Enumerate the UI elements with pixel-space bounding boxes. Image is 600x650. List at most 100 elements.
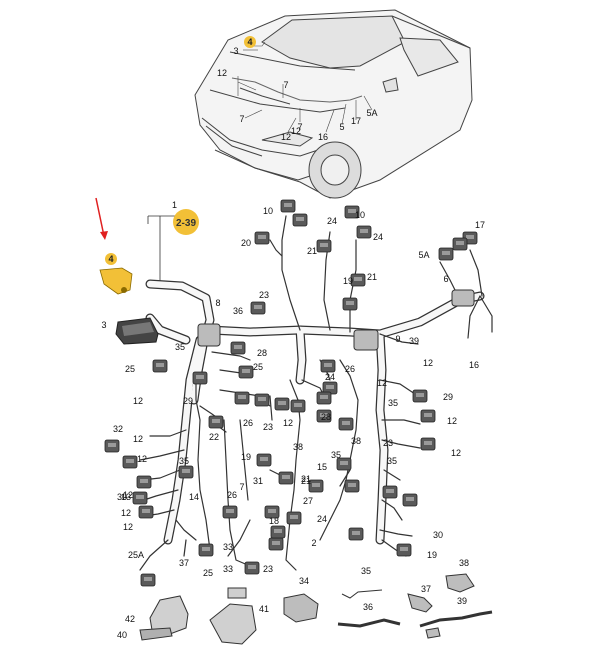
callout-label: 26 bbox=[243, 418, 253, 428]
red-arrow bbox=[95, 197, 108, 240]
connector-highlight bbox=[202, 547, 210, 551]
connector-highlight bbox=[282, 475, 290, 479]
connector-highlight bbox=[406, 497, 414, 501]
car-callout-label: 3 bbox=[233, 46, 238, 56]
callout-label: 21 bbox=[301, 474, 311, 484]
callout-label: 12 bbox=[133, 396, 143, 406]
callout-label: 10 bbox=[355, 210, 365, 220]
callout-label: 21 bbox=[301, 476, 311, 486]
callout-label: 17 bbox=[475, 220, 485, 230]
reference-badge-label[interactable]: 2-39 bbox=[176, 218, 196, 229]
callout-label: 25 bbox=[253, 362, 263, 372]
connector-highlight bbox=[274, 529, 282, 533]
callout-label: 10 bbox=[263, 206, 273, 216]
connector-highlight bbox=[424, 441, 432, 445]
callout-label: 14 bbox=[189, 492, 199, 502]
callout-label: 12 bbox=[447, 416, 457, 426]
car-callout-label: 12 bbox=[281, 132, 291, 142]
callout-label: 12 bbox=[423, 358, 433, 368]
callout-label: 35 bbox=[387, 456, 397, 466]
callout-label: 38 bbox=[351, 436, 361, 446]
connector-highlight bbox=[354, 277, 362, 281]
car-callout-label: 16 bbox=[318, 132, 328, 142]
callout-label: 5A bbox=[418, 250, 429, 260]
callout-label: 12 bbox=[133, 434, 143, 444]
car-highlight-callout: 4 bbox=[247, 37, 252, 47]
connector-highlight bbox=[136, 495, 144, 499]
car-callout-label: 12 bbox=[291, 126, 301, 136]
connector-highlight bbox=[416, 393, 424, 397]
callout-label: 36 bbox=[363, 602, 373, 612]
bottom-parts bbox=[139, 573, 493, 645]
part-4-marker bbox=[105, 253, 117, 265]
connector-highlight bbox=[238, 395, 246, 399]
connector-highlight bbox=[268, 509, 276, 513]
connector-highlight bbox=[456, 241, 464, 245]
callout-label: 27 bbox=[303, 496, 313, 506]
callout-label: 23 bbox=[383, 438, 393, 448]
callout-label: 3 bbox=[101, 320, 106, 330]
callout-label: 24 bbox=[325, 372, 335, 382]
connector-highlight bbox=[342, 421, 350, 425]
connector-highlight bbox=[320, 395, 328, 399]
connector-highlight bbox=[258, 235, 266, 239]
connector-highlight bbox=[242, 369, 250, 373]
callout-label: 35 bbox=[179, 456, 189, 466]
connector-highlight bbox=[144, 577, 152, 581]
car-highlight-marker bbox=[244, 36, 256, 48]
connector-highlight bbox=[126, 459, 134, 463]
connector-highlight bbox=[260, 457, 268, 461]
connector-highlight bbox=[360, 229, 368, 233]
callout-label: 21 bbox=[367, 272, 377, 282]
callout-label: 29 bbox=[443, 392, 453, 402]
car-leader-lines bbox=[237, 41, 373, 133]
connector-highlight bbox=[346, 301, 354, 305]
callout-label: 35 bbox=[175, 342, 185, 352]
callout-label: 12 bbox=[283, 418, 293, 428]
connector-highlight bbox=[182, 469, 190, 473]
connector-highlight bbox=[284, 203, 292, 207]
connector-highlight bbox=[254, 305, 262, 309]
callout-label: 33 bbox=[223, 564, 233, 574]
connector-highlight bbox=[226, 509, 234, 513]
car-callout-label: 17 bbox=[351, 116, 361, 126]
connector-highlight bbox=[312, 483, 320, 487]
connector-highlight bbox=[278, 401, 286, 405]
connector-highlight bbox=[196, 375, 204, 379]
part-3-connector bbox=[115, 317, 159, 345]
callout-label: 25 bbox=[203, 568, 213, 578]
reference-badge[interactable] bbox=[173, 209, 199, 235]
connector-highlight bbox=[156, 363, 164, 367]
connector-highlight bbox=[400, 547, 408, 551]
part-number-label: 1 bbox=[172, 200, 177, 210]
grommet-6 bbox=[451, 289, 475, 307]
connector-highlight bbox=[442, 251, 450, 255]
callout-label: 12 bbox=[451, 448, 461, 458]
highlighted-part-4[interactable] bbox=[99, 267, 133, 295]
connector-highlight bbox=[212, 419, 220, 423]
callout-label: 30 bbox=[433, 530, 443, 540]
callout-label: 9 bbox=[395, 334, 400, 344]
callout-label: 23 bbox=[263, 564, 273, 574]
callout-label: 36 bbox=[233, 306, 243, 316]
grommet-8 bbox=[197, 323, 221, 347]
callout-label: 7 bbox=[239, 482, 244, 492]
connector-highlight bbox=[466, 235, 474, 239]
callout-label: 12 bbox=[377, 378, 387, 388]
car-callout-label: 7 bbox=[239, 114, 244, 124]
connector-highlight bbox=[326, 385, 334, 389]
connector-highlight bbox=[108, 443, 116, 447]
connector-highlight bbox=[352, 531, 360, 535]
reference-group: 1 2-39 bbox=[147, 200, 199, 282]
callout-label: 18 bbox=[269, 516, 279, 526]
callout-label: 25 bbox=[125, 364, 135, 374]
callout-label: 24 bbox=[327, 216, 337, 226]
connector-highlight bbox=[290, 515, 298, 519]
car-callout-label: 5A bbox=[366, 108, 377, 118]
callout-label: 25A bbox=[128, 550, 144, 560]
callout-label: 19 bbox=[343, 276, 353, 286]
grommet-9 bbox=[353, 329, 379, 351]
connector-highlight bbox=[258, 397, 266, 401]
callout-label: 2 bbox=[311, 538, 316, 548]
